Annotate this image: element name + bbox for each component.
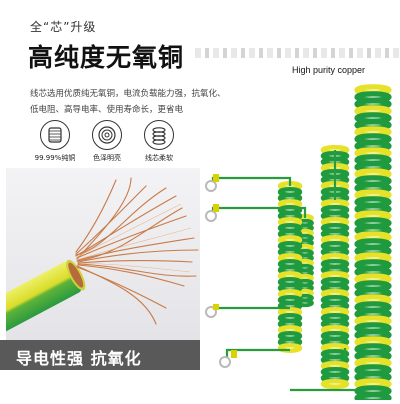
ring-terminal-icon [205, 174, 237, 368]
feature-item: 色泽明亮 [82, 120, 132, 163]
feature-label: 线芯柔软 [145, 154, 173, 162]
feature-item: 99.99%纯铜 [30, 120, 80, 163]
strand-bundle-icon [144, 120, 174, 150]
copper-wire-closeup-image [6, 168, 200, 340]
feature-label: 色泽明亮 [93, 154, 121, 162]
cable-coil [354, 84, 392, 404]
banner-text: 导电性强 抗氧化 [16, 349, 142, 368]
page-title: 高纯度无氧铜 [28, 43, 185, 72]
coiled-cable-illustration [195, 60, 400, 404]
decorative-stripe [195, 48, 400, 58]
feature-banner: 导电性强 抗氧化 [0, 340, 200, 370]
cable-coil [320, 145, 350, 389]
feature-item: 线芯柔软 [134, 120, 184, 163]
description-line: 线芯选用优质纯无氧铜，电流负载能力强，抗氧化、 [30, 89, 226, 99]
copper-spool-icon [40, 120, 70, 150]
coil-loop [320, 379, 350, 389]
english-title: High purity copper [292, 65, 366, 75]
wire-coil-icon [92, 120, 122, 150]
coil-loop [354, 392, 392, 404]
feature-label: 99.99%纯铜 [34, 154, 76, 162]
upgrade-subtitle: 全“芯”升级 [30, 20, 97, 34]
feature-icons: 99.99%纯铜 色泽明亮 线芯柔软 [30, 120, 230, 164]
product-description: 线芯选用优质纯无氧铜，电流负载能力强，抗氧化、 低电阻、高导电率、使用寿命长，更… [30, 86, 230, 118]
description-line: 低电阻、高导电率、使用寿命长，更省电 [30, 105, 184, 115]
